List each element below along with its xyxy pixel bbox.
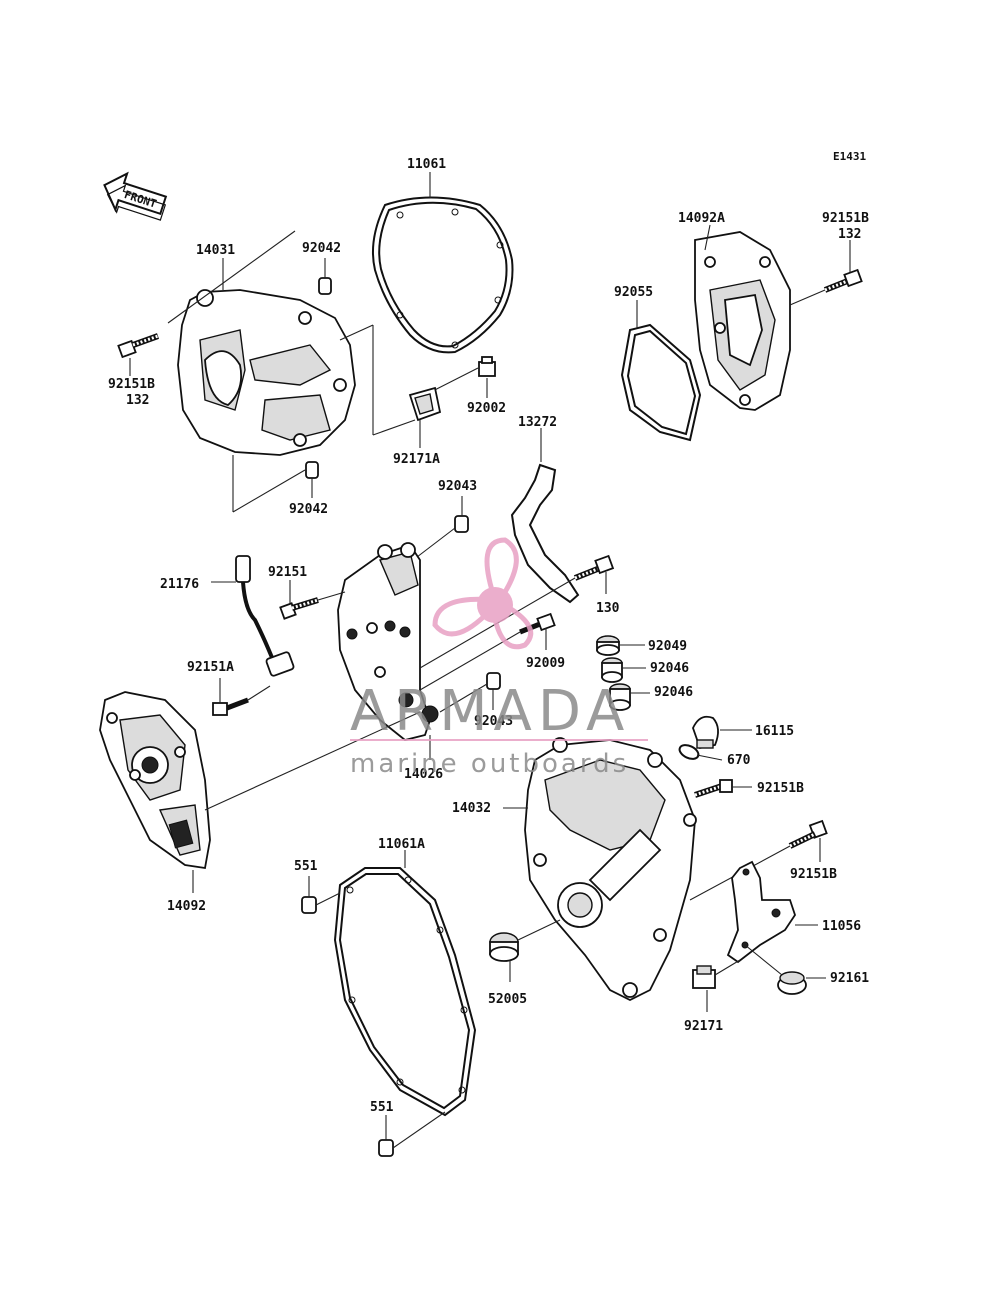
label-92151A: 92151A (187, 660, 234, 675)
bolt-130 (573, 554, 615, 581)
label-551-top: 551 (294, 859, 318, 874)
label-92009: 92009 (526, 656, 565, 671)
dowel-92042-bottom (305, 461, 319, 479)
label-92151B-mid: 92151B (757, 781, 804, 796)
bearing-92046-a (601, 657, 623, 683)
watermark-brand: ARMADA (350, 679, 630, 744)
label-14092A: 14092A (678, 211, 725, 226)
label-92171: 92171 (684, 1019, 723, 1034)
label-551-bottom: 551 (370, 1100, 394, 1115)
watermark-tagline: marine outboards (350, 749, 629, 779)
label-11061A: 11061A (378, 837, 425, 852)
clamp-92171 (692, 965, 716, 989)
bearing-92046-b (609, 683, 631, 711)
bolt-92151B-mid (694, 779, 733, 798)
cap-52005 (489, 932, 519, 962)
gasket-11061A (333, 867, 477, 1117)
label-14031: 14031 (196, 243, 235, 258)
label-92161: 92161 (830, 971, 869, 986)
gasket-13272 (510, 463, 580, 604)
cover-14092A (694, 231, 791, 411)
propeller-logo-icon (432, 537, 534, 650)
bolt-92151B-left (117, 333, 160, 359)
bolt-92151B-low (788, 819, 828, 849)
label-670: 670 (727, 753, 751, 768)
cap-16115 (692, 715, 719, 750)
gasket-92055 (620, 323, 702, 442)
bolt-92151 (279, 597, 319, 620)
label-92046-b: 92046 (654, 685, 693, 700)
label-92042-top: 92042 (302, 241, 341, 256)
label-11061: 11061 (407, 157, 446, 172)
plug-92002 (478, 356, 496, 377)
label-92171A: 92171A (393, 452, 440, 467)
label-132-left: 132 (126, 393, 149, 408)
bolt-92151B-right-top (823, 268, 863, 293)
watermark: ARMADA marine outboards (350, 537, 648, 779)
diagram-code: E1431 (833, 150, 866, 163)
clamp-92171A (408, 386, 442, 422)
label-92043-bottom: 92043 (474, 714, 513, 729)
label-14092: 14092 (167, 899, 206, 914)
label-92055: 92055 (614, 285, 653, 300)
sensor-21176 (235, 555, 295, 677)
label-14026: 14026 (404, 767, 443, 782)
label-92043-top: 92043 (438, 479, 477, 494)
label-92046-a: 92046 (650, 661, 689, 676)
label-16115: 16115 (755, 724, 794, 739)
label-92042-bottom: 92042 (289, 502, 328, 517)
label-11056: 11056 (822, 919, 861, 934)
damper-92161 (777, 971, 807, 995)
label-92151: 92151 (268, 565, 307, 580)
label-92151B-low: 92151B (790, 867, 837, 882)
label-92049: 92049 (648, 639, 687, 654)
label-14032: 14032 (452, 801, 491, 816)
oring-670 (678, 744, 700, 760)
bracket-11056 (726, 860, 796, 964)
label-92151B-right-top: 92151B (822, 211, 869, 226)
front-arrow-icon: FRONT (103, 171, 168, 221)
cover-14032 (524, 737, 697, 1002)
dowel-92043-top (454, 515, 469, 533)
label-21176: 21176 (160, 577, 199, 592)
dowel-92042-top (318, 277, 332, 295)
cover-14092 (99, 691, 211, 870)
bolt-92151A (212, 697, 249, 716)
label-13272: 13272 (518, 415, 557, 430)
label-132-right-top: 132 (838, 227, 861, 242)
seal-92049 (596, 635, 620, 656)
label-52005: 52005 (488, 992, 527, 1007)
gasket-11061 (372, 196, 514, 354)
label-92002: 92002 (467, 401, 506, 416)
dowel-551-top (301, 896, 317, 914)
label-130: 130 (596, 601, 620, 616)
cover-14026 (337, 542, 439, 741)
dowel-551-bottom (378, 1139, 394, 1157)
cover-14031 (177, 289, 356, 456)
label-92151B-left: 92151B (108, 377, 155, 392)
